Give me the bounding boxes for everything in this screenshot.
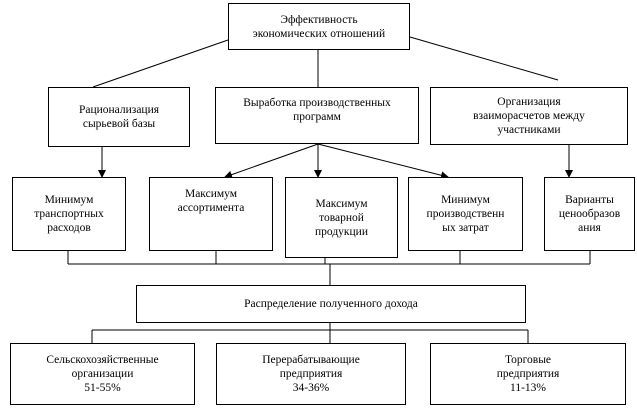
box-processing-enterprises: Перерабатывающие предприятия 34-36% <box>216 343 406 405</box>
box-raw-base-rationalization: Рационализация сырьевой базы <box>48 87 190 147</box>
box-min-production-costs: Минимум производственн ых затрат <box>408 177 523 251</box>
box-economic-efficiency: Эффективность экономических отношений <box>228 3 410 50</box>
box-min-transport-costs: Минимум транспортных расходов <box>12 177 126 251</box>
connector-top-to-settlements <box>409 36 559 81</box>
box-settlements-organization: Организация взаиморасчетов между участни… <box>430 87 628 145</box>
box-trade-enterprises: Торговые предприятия 11-13% <box>430 343 626 405</box>
connector-top-to-raw <box>92 39 229 88</box>
box-income-distribution: Распределение полученного дохода <box>136 285 526 323</box>
arrow-production-to-assortment <box>224 143 319 179</box>
box-production-programs: Выработка производственных программ <box>215 87 419 144</box>
box-pricing-options: Варианты ценообразов ания <box>544 177 635 251</box>
box-max-commodity-output: Максимум товарной продукции <box>285 177 398 258</box>
arrow-production-to-costs <box>317 143 449 180</box>
box-max-assortment: Максимум ассортимента <box>149 177 273 251</box>
box-agricultural-organizations: Сельскохозяйственные организации 51-55% <box>10 343 195 405</box>
